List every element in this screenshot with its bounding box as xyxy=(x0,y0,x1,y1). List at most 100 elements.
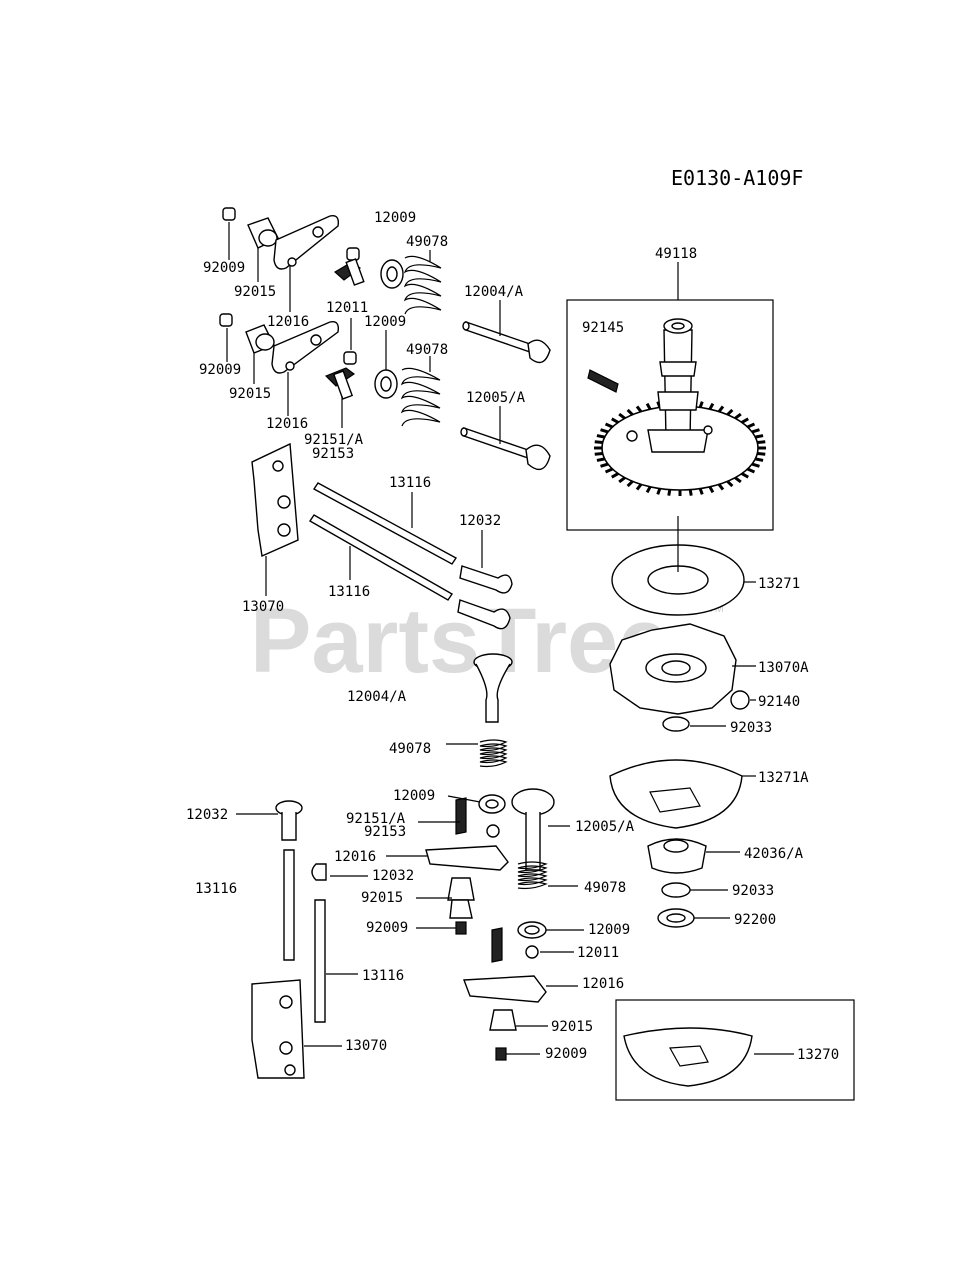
label-12016: 12016 xyxy=(266,416,308,432)
label-12011: 12011 xyxy=(326,300,368,316)
upper-valves xyxy=(460,321,551,471)
gear-tooth xyxy=(751,462,760,468)
gear-tooth xyxy=(635,483,643,491)
label-13070: 13070 xyxy=(242,599,284,615)
gear-tooth xyxy=(626,480,634,488)
upper-valve-springs xyxy=(374,255,442,427)
diagram-code: E0130-A109F xyxy=(671,166,803,190)
gear-tooth xyxy=(717,483,725,491)
gear-tooth xyxy=(708,486,715,494)
label-13116: 13116 xyxy=(389,475,431,491)
label-92033: 92033 xyxy=(730,720,772,736)
gear-tooth xyxy=(645,402,652,410)
gear-tooth xyxy=(626,408,634,416)
part-labels: 12009 49078 92009 92015 12004/A 12011 12… xyxy=(186,210,839,1063)
label-12005a: 12005/A xyxy=(466,390,526,406)
lower-follower-plate xyxy=(251,979,305,1079)
label-12016: 12016 xyxy=(334,849,376,865)
label-92153: 92153 xyxy=(364,824,406,840)
label-13270: 13270 xyxy=(797,1047,839,1063)
label-13116: 13116 xyxy=(362,968,404,984)
label-49078: 49078 xyxy=(406,342,448,358)
label-12009: 12009 xyxy=(393,788,435,804)
gear-tooth xyxy=(698,401,704,408)
gear-tooth xyxy=(734,412,742,420)
leader-lines xyxy=(226,222,794,1055)
label-42036a: 42036/A xyxy=(744,846,804,862)
camshaft-box xyxy=(566,299,774,531)
label-12009: 12009 xyxy=(374,210,416,226)
label-12032: 12032 xyxy=(459,513,501,529)
upper-rocker-assembly xyxy=(219,207,365,400)
gear-tooth xyxy=(757,451,766,456)
gear-tooth xyxy=(667,489,672,496)
gear-tooth xyxy=(600,462,609,468)
gear-tooth xyxy=(698,488,704,495)
gear-tooth xyxy=(757,440,766,445)
label-13271: 13271 xyxy=(758,576,800,592)
gear-tooth xyxy=(741,472,749,479)
gear-tooth xyxy=(741,417,749,424)
gear-tooth xyxy=(635,405,643,413)
gear-tooth xyxy=(611,472,619,479)
label-49078: 49078 xyxy=(389,741,431,757)
gear-tooth xyxy=(656,488,662,495)
cover-box xyxy=(615,999,855,1101)
label-92015: 92015 xyxy=(551,1019,593,1035)
label-92200: 92200 xyxy=(734,912,776,928)
label-12016: 12016 xyxy=(267,314,309,330)
gear-tooth xyxy=(645,486,652,494)
upper-push-rods xyxy=(309,482,513,630)
label-92140: 92140 xyxy=(758,694,800,710)
gear-tooth xyxy=(618,476,626,484)
gear-tooth xyxy=(604,422,614,429)
label-13070: 13070 xyxy=(345,1038,387,1054)
gear-tooth xyxy=(726,480,734,488)
label-13070a: 13070A xyxy=(758,660,809,676)
label-92033: 92033 xyxy=(732,883,774,899)
label-92015: 92015 xyxy=(234,284,276,300)
label-12004a: 12004/A xyxy=(464,284,524,300)
camshaft-group xyxy=(566,299,774,531)
label-12011: 12011 xyxy=(577,945,619,961)
gear-tooth xyxy=(708,402,715,410)
gear-tooth xyxy=(726,408,734,416)
label-49118: 49118 xyxy=(655,246,697,262)
gear-tooth xyxy=(594,451,603,456)
gear-tooth xyxy=(594,440,603,445)
label-92151a: 92151/A xyxy=(346,811,406,827)
label-12009: 12009 xyxy=(588,922,630,938)
gear-tooth xyxy=(746,467,756,474)
gear-tooth xyxy=(755,457,764,462)
gear-tooth xyxy=(596,434,605,439)
gear-tooth xyxy=(751,428,760,434)
label-13116: 13116 xyxy=(328,584,370,600)
label-13116: 13116 xyxy=(195,881,237,897)
label-92145: 92145 xyxy=(582,320,624,336)
label-13271a: 13271A xyxy=(758,770,809,786)
gear-tooth xyxy=(688,489,693,496)
gear-tooth xyxy=(618,412,626,420)
label-92009: 92009 xyxy=(203,260,245,276)
lower-valve-stack xyxy=(425,653,555,1061)
gear-tooth xyxy=(734,476,742,484)
gear-tooth xyxy=(600,428,609,434)
label-49078: 49078 xyxy=(406,234,448,250)
upper-follower-plate xyxy=(251,442,299,558)
gear-tooth xyxy=(604,467,614,474)
gear-tooth xyxy=(717,405,725,413)
label-92015: 92015 xyxy=(361,890,403,906)
label-12004a: 12004/A xyxy=(347,689,407,705)
label-92009: 92009 xyxy=(545,1046,587,1062)
label-12032: 12032 xyxy=(186,807,228,823)
label-92015: 92015 xyxy=(229,386,271,402)
label-12009: 12009 xyxy=(364,314,406,330)
label-92009: 92009 xyxy=(366,920,408,936)
label-92153: 92153 xyxy=(312,446,354,462)
label-92151a: 92151/A xyxy=(304,432,364,448)
lower-push-rods xyxy=(275,800,327,1023)
label-49078: 49078 xyxy=(584,880,626,896)
gear-tooth xyxy=(611,417,619,424)
